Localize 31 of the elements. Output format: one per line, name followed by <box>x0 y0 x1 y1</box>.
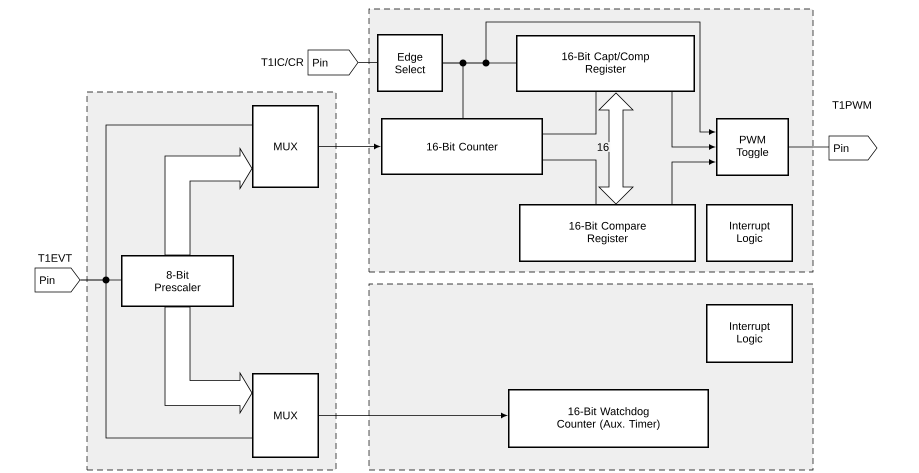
block-box: MUX <box>252 105 319 188</box>
block-box: Interrupt Logic <box>706 304 793 363</box>
arrow <box>318 412 507 418</box>
arrow <box>672 159 715 204</box>
connector-line <box>358 62 378 63</box>
connector-line <box>542 160 596 204</box>
block-box: 16-Bit Watchdog Counter (Aux. Timer) <box>508 389 709 448</box>
block-box: 8-Bit Prescaler <box>121 255 234 307</box>
edge-label: 16 <box>596 142 610 152</box>
pin-connector: Pin <box>34 268 80 292</box>
connector-line <box>788 146 830 148</box>
block-box: Interrupt Logic <box>706 204 793 262</box>
bus-arrow <box>598 92 634 205</box>
arrow <box>442 22 715 135</box>
bus-arrow <box>164 306 252 414</box>
connector-line <box>80 280 252 438</box>
block-box: Edge Select <box>377 34 443 92</box>
arrow <box>318 144 380 150</box>
pin-connector: Pin <box>828 136 878 160</box>
block-box: 16-Bit Compare Register <box>519 204 696 262</box>
block-box: 16-Bit Counter <box>381 118 543 175</box>
pin-connector: Pin <box>308 50 358 76</box>
pin-label: T1PWM <box>832 101 871 109</box>
pin-label: T1IC/CR <box>261 58 304 66</box>
arrow <box>672 92 715 150</box>
pin-label: T1EVT <box>38 254 72 262</box>
block-box: MUX <box>252 373 319 458</box>
block-box: 16-Bit Capt/Comp Register <box>516 35 695 92</box>
connector-line <box>542 92 596 134</box>
bus-arrow <box>164 147 252 256</box>
block-box: PWM Toggle <box>716 118 789 176</box>
